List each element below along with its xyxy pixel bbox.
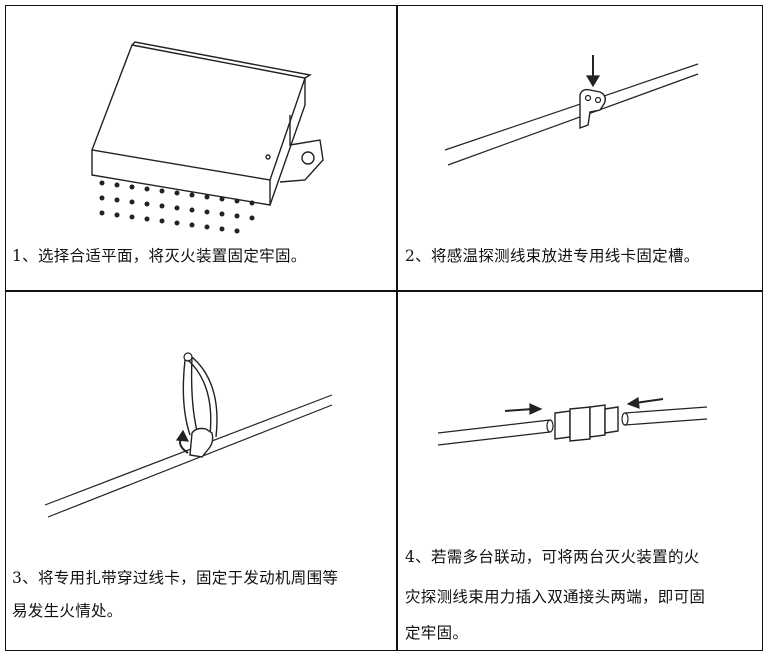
dual-connector-illustration: [437, 396, 708, 446]
wire-clip-illustration: [444, 55, 699, 166]
cable-tie-illustration: [44, 352, 333, 518]
instruction-table: [5, 5, 763, 651]
table-divider-horizontal: [5, 290, 763, 292]
step-4-caption-line-2: 灾探测线束用力插入双通接头两端，即可固: [405, 588, 706, 606]
step-4-caption-line-1: 4、若需多台联动，可将两台灭火装置的火: [405, 548, 700, 566]
step-3-caption-line-1: 3、将专用扎带穿过线卡，固定于发动机周围等: [12, 569, 339, 587]
step-3-caption-line-2: 易发生火情处。: [12, 602, 123, 620]
extinguisher-device-illustration: [91, 41, 324, 234]
table-divider-vertical: [396, 5, 398, 651]
step-4-caption-line-3: 定牢固。: [405, 624, 469, 642]
step-2-caption: 2、将感温探测线束放进专用线卡固定槽。: [405, 247, 700, 265]
step-1-caption: 1、选择合适平面，将灭火装置固定牢固。: [12, 247, 307, 265]
